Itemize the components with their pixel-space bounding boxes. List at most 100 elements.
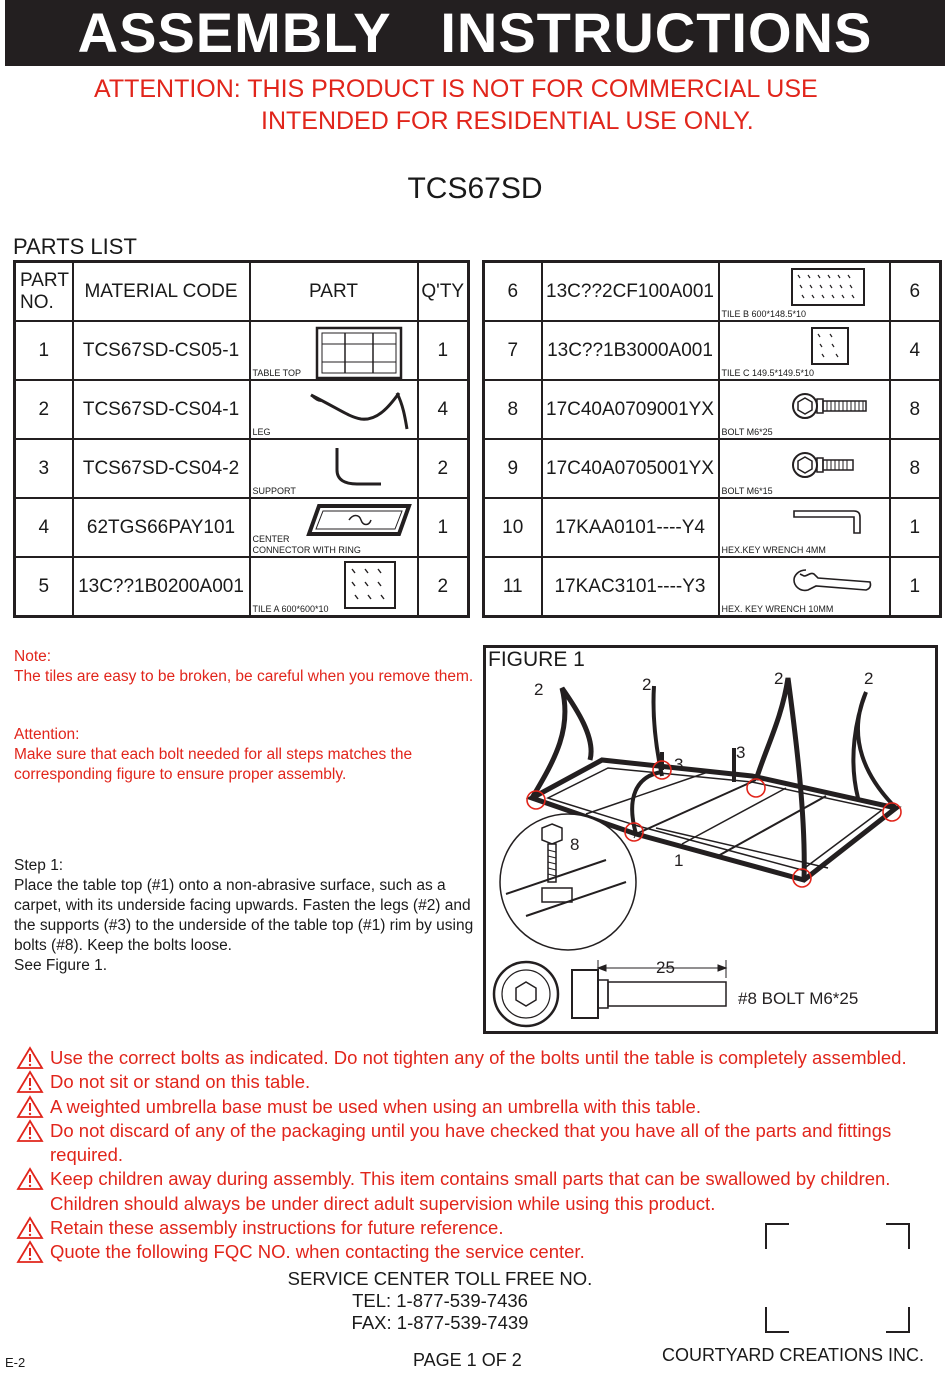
header-material-code: MATERIAL CODE — [71, 260, 251, 322]
tile-c-icon — [810, 327, 849, 365]
warning-text: Quote the following FQC NO. when contact… — [50, 1241, 585, 1263]
service-heading: SERVICE CENTER TOLL FREE NO. — [287, 1268, 593, 1289]
material-code: TCS67SD-CS05-1 — [71, 320, 251, 381]
part-no: 10 — [482, 497, 543, 558]
part-no: 6 — [482, 260, 543, 322]
part-name: TILE B 600*148.5*10 — [721, 309, 807, 319]
callout-leg: 2 — [864, 669, 873, 688]
table-row: 7 13C??1B3000A001 TILE C 149.5*149.5*10 … — [482, 320, 942, 381]
part-name-line2: CONNECTOR WITH RING — [252, 545, 361, 555]
part-qty: 4 — [416, 379, 470, 440]
part-no: 4 — [13, 497, 74, 558]
warning-item: Retain these assembly instructions for f… — [16, 1216, 950, 1240]
figure-1-box — [483, 645, 938, 1034]
part-name: BOLT M6*25 — [721, 427, 773, 437]
part-no: 9 — [482, 438, 543, 499]
warning-item: A weighted umbrella base must be used wh… — [16, 1094, 950, 1119]
material-code: TCS67SD-CS04-1 — [71, 379, 251, 440]
part-name: CENTER — [252, 534, 290, 544]
figure-label: FIGURE 1 — [488, 648, 585, 671]
open-end-wrench-icon — [792, 569, 871, 592]
warning-triangle-icon — [16, 1167, 44, 1191]
part-cell: HEX. KEY WRENCH 10MM — [717, 556, 891, 618]
note-text: The tiles are easy to be broken, be care… — [14, 668, 474, 685]
part-qty: 6 — [888, 260, 942, 322]
table-top-icon — [315, 326, 402, 378]
part-qty: 1 — [416, 497, 470, 558]
part-cell: TABLE TOP — [248, 320, 419, 381]
fqc-number-box — [765, 1223, 910, 1333]
step-see-figure: See Figure 1. — [14, 957, 108, 974]
page-number: PAGE 1 OF 2 — [413, 1350, 522, 1370]
table-row: 1 TCS67SD-CS05-1 TABLE TOP 1 — [13, 320, 470, 381]
warning-text: Do not discard of any of the packaging u… — [50, 1119, 892, 1166]
part-name: TILE A 600*600*10 — [252, 604, 329, 614]
callout-support: 3 — [736, 743, 745, 762]
warning-triangle-icon — [16, 1070, 44, 1094]
part-name: BOLT M6*15 — [721, 486, 773, 496]
warning-item: Quote the following FQC NO. when contact… — [16, 1240, 950, 1264]
warning-text: Keep children away during assembly. This… — [50, 1168, 891, 1214]
table-row: 8 17C40A0709001YX BOLT M6*25 8 — [482, 379, 942, 440]
callout-support: 3 — [674, 755, 683, 774]
part-cell: LEG — [248, 379, 419, 440]
material-code: 13C??1B0200A001 — [71, 556, 251, 618]
part-qty: 1 — [416, 320, 470, 381]
attention-title: Attention: — [14, 726, 80, 743]
service-center: SERVICE CENTER TOLL FREE NO. TEL: 1-877-… — [0, 1268, 950, 1334]
part-name: HEX. KEY WRENCH 10MM — [721, 604, 834, 614]
warnings-list: Use the correct bolts as indicated. Do n… — [16, 1046, 950, 1265]
part-name: LEG — [252, 427, 271, 437]
part-no: 8 — [482, 379, 543, 440]
warning-item: Do not sit or stand on this table. — [16, 1070, 950, 1094]
warning-triangle-icon — [16, 1119, 44, 1142]
material-code: 13C??1B3000A001 — [540, 320, 720, 381]
parts-table-right: 6 13C??2CF100A001 TILE B 600*148.5*10 6 … — [482, 260, 942, 618]
table-row: 2 TCS67SD-CS04-1 LEG 4 — [13, 379, 470, 440]
part-no: 5 — [13, 556, 74, 618]
part-qty: 1 — [888, 497, 942, 558]
table-row: 3 TCS67SD-CS04-2 SUPPORT 2 — [13, 438, 470, 499]
part-no: 2 — [13, 379, 74, 440]
material-code: TCS67SD-CS04-2 — [71, 438, 251, 499]
leg-icon — [309, 392, 408, 430]
attention-line-2: INTENDED FOR RESIDENTIAL USE ONLY. — [261, 107, 754, 135]
part-no: 11 — [482, 556, 543, 618]
material-code: 17C40A0709001YX — [540, 379, 720, 440]
document-title: ASSEMBLY INSTRUCTIONS — [77, 1, 873, 64]
part-qty: 8 — [888, 379, 942, 440]
part-qty: 4 — [888, 320, 942, 381]
step-title: Step 1: — [14, 857, 64, 874]
material-code: 13C??2CF100A001 — [540, 260, 720, 322]
callout-dimension: 25 — [656, 958, 675, 977]
table-header-row: PART NO. MATERIAL CODE PART Q'TY — [13, 260, 470, 322]
figure-1-drawing: 2 2 2 2 3 3 1 8 25 #8 BOLT M6*25 — [492, 669, 902, 1028]
part-cell: TILE A 600*600*10 — [248, 556, 419, 618]
warning-item: Use the correct bolts as indicated. Do n… — [16, 1046, 950, 1070]
part-cell: HEX.KEY WRENCH 4MM — [717, 497, 891, 558]
center-connector-icon — [305, 504, 412, 536]
part-name: TABLE TOP — [252, 368, 302, 378]
table-row: 4 62TGS66PAY101 CENTER CONNECTOR WITH RI… — [13, 497, 470, 558]
parts-table-left: PART NO. MATERIAL CODE PART Q'TY 1 TCS67… — [13, 260, 470, 618]
parts-list-heading: PARTS LIST — [13, 234, 137, 259]
material-code: 62TGS66PAY101 — [71, 497, 251, 558]
part-cell: SUPPORT — [248, 438, 419, 499]
part-cell: TILE B 600*148.5*10 — [717, 260, 891, 322]
warning-text: Retain these assembly instructions for f… — [50, 1217, 504, 1239]
header-bar — [5, 0, 945, 66]
warning-triangle-icon — [16, 1216, 44, 1239]
part-qty: 8 — [888, 438, 942, 499]
service-tel: TEL: 1-877-539-7436 — [352, 1290, 528, 1311]
part-name: SUPPORT — [252, 486, 296, 496]
header-part-no-line1: PART — [20, 269, 69, 291]
service-fax: FAX: 1-877-539-7439 — [351, 1312, 529, 1333]
callout-leg: 2 — [534, 680, 543, 699]
spacer — [14, 687, 474, 725]
bolt-m6x15-icon — [791, 452, 854, 478]
model-number: TCS67SD — [407, 172, 543, 205]
document-code: E-2 — [5, 1355, 26, 1370]
warning-item: Do not discard of any of the packaging u… — [16, 1119, 950, 1168]
warning-text: Do not sit or stand on this table. — [50, 1071, 311, 1093]
notes-block: Note: The tiles are easy to be broken, b… — [14, 647, 474, 785]
